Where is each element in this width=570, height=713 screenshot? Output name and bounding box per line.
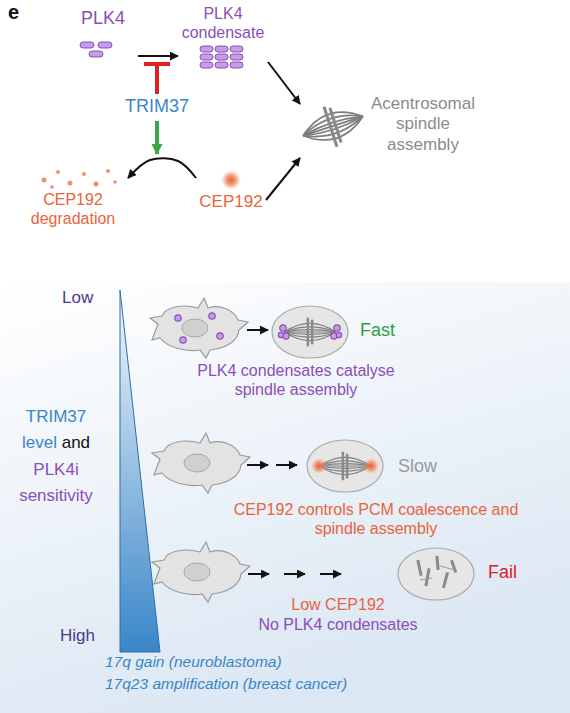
activation-arrow [155, 121, 159, 154]
pcm-pole [311, 458, 327, 474]
degradation-dots [42, 169, 117, 189]
scattered-chromosomes [416, 556, 457, 588]
progress-arrow [284, 573, 305, 575]
progress-arrow [276, 464, 297, 466]
spindle-icon [320, 452, 371, 481]
progress-arrow [247, 329, 268, 331]
cell-icon [152, 433, 250, 493]
regulator-label: TRIM37 [112, 96, 202, 121]
axis-title: TRIM37 levelandPLK4i sensitivity [2, 404, 110, 509]
progress-arrow [247, 464, 268, 466]
axis-label: Low [62, 288, 93, 308]
progress-arrow [320, 573, 341, 575]
plk4-molecules [80, 42, 112, 57]
arrow-connector [128, 158, 196, 178]
molecule-label: PLK4 [68, 8, 138, 70]
progress-arrow [248, 573, 269, 575]
inhibition-bar [144, 64, 170, 94]
mitotic-cell [398, 548, 474, 600]
cep192-focus [221, 170, 241, 190]
mitotic-cell [272, 306, 348, 358]
gradient-triangle [120, 290, 160, 652]
spindle-icon [285, 318, 336, 347]
description-text: PLK4 condensates catalyse spindle assemb… [180, 361, 412, 399]
description-text: No PLK4 condensates [228, 615, 448, 634]
panel-letter: e [8, 0, 19, 24]
protein-label: CEP192 [196, 168, 266, 214]
outcome-word: Fail [488, 562, 517, 584]
degradation-label: CEP192 degradation [18, 160, 128, 230]
axis-label: High [60, 626, 95, 646]
outcome-word: Slow [398, 456, 437, 478]
cell-icon [152, 542, 250, 602]
description-text: CEP192 controls PCM coalescence and spin… [226, 500, 526, 538]
plk4-condensate-icon [200, 46, 243, 68]
condensate-label: PLK4 condensate [178, 4, 268, 72]
node-text: Acentrosomal spindle assembly [368, 94, 478, 155]
arrow-connector [138, 55, 178, 57]
arrow-connector [266, 158, 300, 200]
background-gradient [0, 282, 570, 713]
genomic-note: 17q gain (neuroblastoma) [105, 653, 282, 672]
mitotic-cell [307, 440, 383, 492]
plk4-condensate-dots [175, 313, 223, 343]
plk4-poles [278, 325, 341, 339]
axis-title-part: PLK4i sensitivity [2, 457, 110, 510]
cell-icon [150, 298, 248, 358]
genomic-note: 17q23 amplification (breast cancer) [105, 675, 347, 694]
node-text: CEP192 [196, 192, 266, 212]
node-text: CEP192 degradation [18, 190, 128, 228]
description-text: Low CEP192 [228, 595, 448, 614]
spindle-icon [297, 96, 370, 155]
axis-title-part: and [62, 433, 90, 452]
outcome-label: Acentrosomal spindle assembly [300, 68, 478, 181]
node-text: TRIM37 [112, 96, 202, 118]
pcm-pole [363, 458, 379, 474]
node-text: PLK4 [68, 8, 138, 30]
arrow-connector [268, 62, 300, 104]
outcome-word: Fast [360, 320, 395, 342]
node-text: PLK4 condensate [178, 4, 268, 42]
